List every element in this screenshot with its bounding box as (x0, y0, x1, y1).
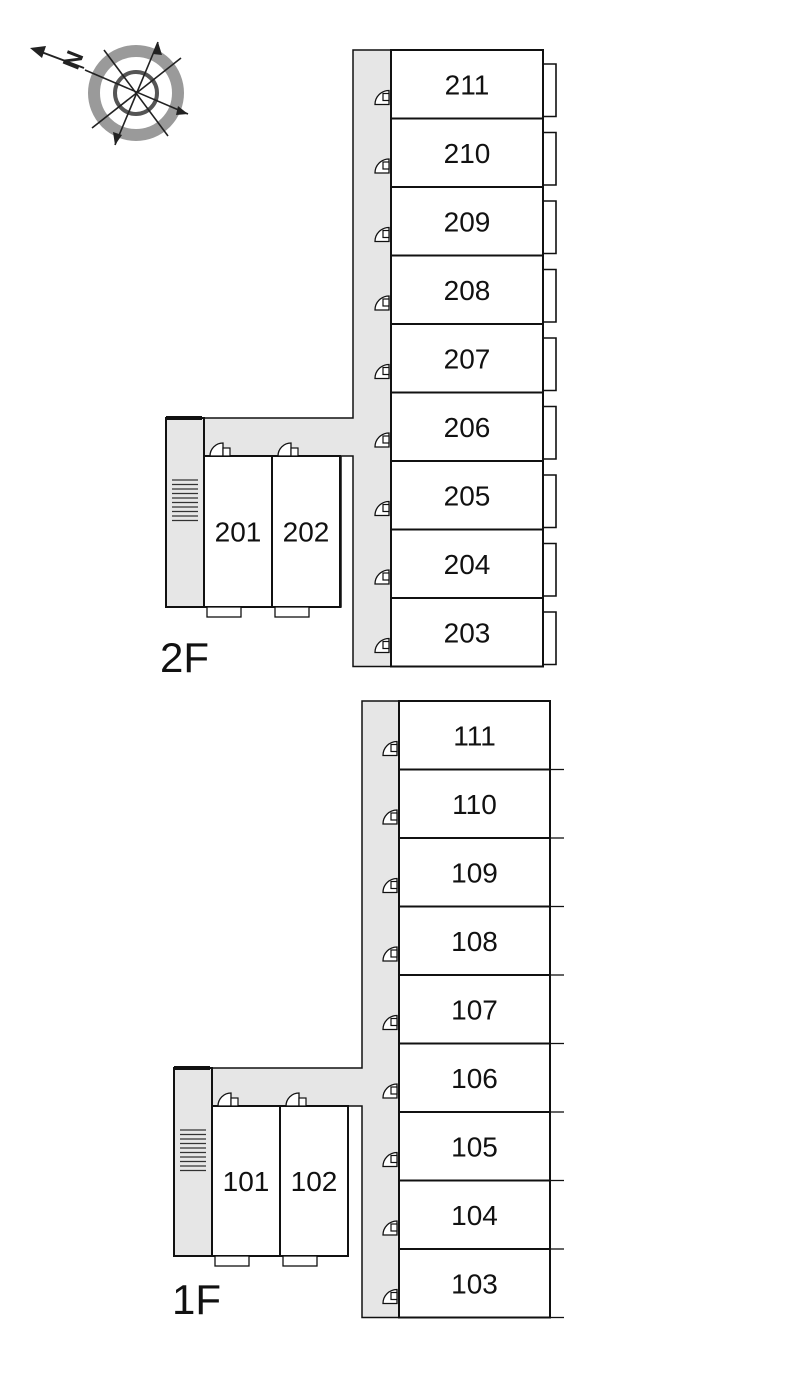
balcony (214, 1255, 250, 1267)
room-number: 108 (451, 926, 498, 957)
room-number: 205 (444, 480, 491, 511)
room-number: 203 (444, 617, 491, 648)
staircase (173, 1066, 213, 1257)
compass-north-letter: N (58, 47, 90, 73)
door-icon (382, 1288, 398, 1305)
room-205: 205 (374, 460, 557, 531)
room-204: 204 (374, 528, 557, 599)
balcony (206, 606, 242, 618)
room-number: 109 (451, 857, 498, 888)
floor-1f: 111 110 109 108 107 106 105 104 103 101 102 1F (172, 700, 564, 1323)
room-203: 203 (374, 597, 557, 668)
room-number: 206 (444, 412, 491, 443)
door-icon (374, 89, 390, 106)
room-number: 208 (444, 275, 491, 306)
room-111: 111 (382, 700, 564, 771)
room-number: 202 (283, 517, 330, 548)
room-211: 211 (374, 49, 557, 120)
room-number: 207 (444, 343, 491, 374)
door-icon (374, 500, 390, 517)
room-number: 210 (444, 138, 491, 169)
compass-rose-icon: N (30, 41, 189, 146)
room-201: 201 (203, 442, 273, 618)
room-number: 211 (445, 69, 490, 100)
room-number: 106 (451, 1063, 498, 1094)
door-icon (382, 877, 398, 894)
door-icon (382, 1151, 398, 1168)
floor-label: 2F (160, 634, 209, 681)
room-number: 209 (444, 206, 491, 237)
room-number: 102 (291, 1166, 338, 1197)
room-number: 101 (223, 1166, 270, 1197)
door-icon (374, 158, 390, 174)
door-icon (382, 740, 398, 757)
room-210: 210 (374, 117, 557, 188)
room-108: 108 (382, 905, 564, 976)
door-icon (374, 295, 390, 311)
room-102: 102 (279, 1092, 349, 1267)
door-icon (209, 442, 231, 457)
room-207: 207 (374, 323, 557, 394)
room-109: 109 (382, 837, 564, 908)
room-110: 110 (382, 768, 564, 839)
floor-label: 1F (172, 1276, 221, 1323)
room-101: 101 (211, 1092, 281, 1267)
room-107: 107 (382, 974, 564, 1045)
staircase (165, 416, 205, 608)
room-number: 110 (452, 789, 497, 820)
door-icon (285, 1092, 307, 1107)
door-icon (374, 363, 390, 380)
room-104: 104 (382, 1179, 564, 1250)
room-number: 104 (451, 1200, 498, 1231)
room-105: 105 (382, 1111, 564, 1182)
room-number: 204 (444, 549, 491, 580)
door-icon (382, 1014, 398, 1031)
room-number: 103 (451, 1268, 498, 1299)
balcony (282, 1255, 318, 1267)
room-103: 103 (382, 1248, 564, 1319)
room-number: 105 (451, 1131, 498, 1162)
door-icon (374, 637, 390, 654)
door-icon (374, 432, 390, 448)
room-208: 208 (374, 254, 557, 325)
balcony (274, 606, 310, 618)
door-icon (382, 946, 398, 962)
door-icon (277, 442, 299, 457)
room-number: 111 (453, 720, 496, 751)
room-202: 202 (271, 442, 341, 618)
door-icon (382, 1083, 398, 1099)
door-icon (374, 569, 390, 585)
room-106: 106 (382, 1042, 564, 1113)
room-206: 206 (374, 391, 557, 462)
room-number: 201 (215, 517, 262, 548)
room-209: 209 (374, 186, 557, 257)
door-icon (382, 809, 398, 825)
room-number: 107 (451, 994, 498, 1025)
floor-2f: 211 210 209 208 207 206 205 204 203 201 202 2F (160, 49, 557, 681)
door-icon (382, 1220, 398, 1236)
door-icon (217, 1092, 239, 1107)
door-icon (374, 226, 390, 243)
